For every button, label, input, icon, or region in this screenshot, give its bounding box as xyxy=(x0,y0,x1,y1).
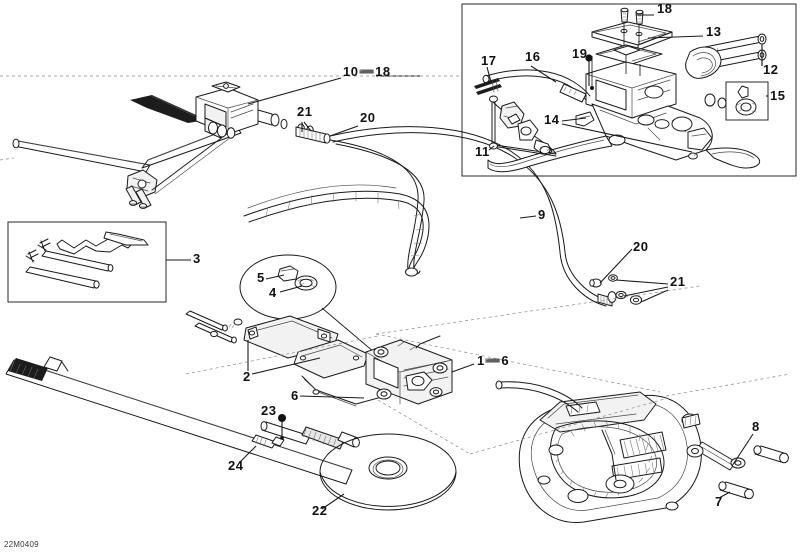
callout-20-hose: 20 xyxy=(633,239,649,254)
callout-14: 14 xyxy=(544,112,560,127)
brake-hose-9 xyxy=(243,126,610,307)
master-cylinder-exploded xyxy=(474,7,769,173)
callout-1-6: 1➖6 xyxy=(477,353,510,368)
hose-ribbed-section xyxy=(243,184,430,277)
callout-18: 18 xyxy=(657,1,673,16)
callout-11: 11 xyxy=(475,144,490,159)
callout-10-18: 10➖18 xyxy=(343,64,391,79)
retaining-key-24 xyxy=(251,434,285,449)
document-watermark: 22M0409 xyxy=(4,540,39,549)
callout-6: 6 xyxy=(291,388,299,403)
callout-8: 8 xyxy=(752,419,760,434)
callout-4: 4 xyxy=(269,285,277,300)
tool-kit-contents xyxy=(25,231,149,289)
brake-caliper-assembly xyxy=(365,335,453,405)
callout-3: 3 xyxy=(193,251,201,266)
inset-tools-frame xyxy=(7,221,167,303)
drive-shaft xyxy=(5,356,360,485)
brake-disc-22 xyxy=(319,433,457,511)
callout-9: 9 xyxy=(538,207,546,222)
callout-7: 7 xyxy=(715,494,723,509)
banjo-stack-right xyxy=(589,274,643,307)
callout-17: 17 xyxy=(481,53,497,68)
callout-2: 2 xyxy=(243,369,251,384)
callout-21-hose: 21 xyxy=(670,274,686,289)
leader-lines xyxy=(0,14,791,510)
callout-20-handlebar: 20 xyxy=(360,110,376,125)
callout-15: 15 xyxy=(770,88,786,103)
callout-24: 24 xyxy=(228,458,244,473)
callout-12: 12 xyxy=(763,62,779,77)
callout-21-handlebar: 21 xyxy=(297,104,313,119)
callout-19: 19 xyxy=(572,46,588,61)
callout-23: 23 xyxy=(261,403,277,418)
master-cylinder-on-handlebar xyxy=(130,81,331,144)
callout-13: 13 xyxy=(706,24,722,39)
caliper-mount-bracket-2 xyxy=(185,310,379,407)
callout-16: 16 xyxy=(525,49,541,64)
torque-link-7-8 xyxy=(686,441,789,500)
leader-dots xyxy=(278,54,593,440)
callout-5: 5 xyxy=(257,270,265,285)
steering-clamp xyxy=(125,169,158,209)
engine-gearcase xyxy=(495,380,702,523)
handlebar-assembly xyxy=(12,125,242,209)
inset-master-cylinder-frame xyxy=(461,3,797,177)
callout-22: 22 xyxy=(312,503,328,518)
